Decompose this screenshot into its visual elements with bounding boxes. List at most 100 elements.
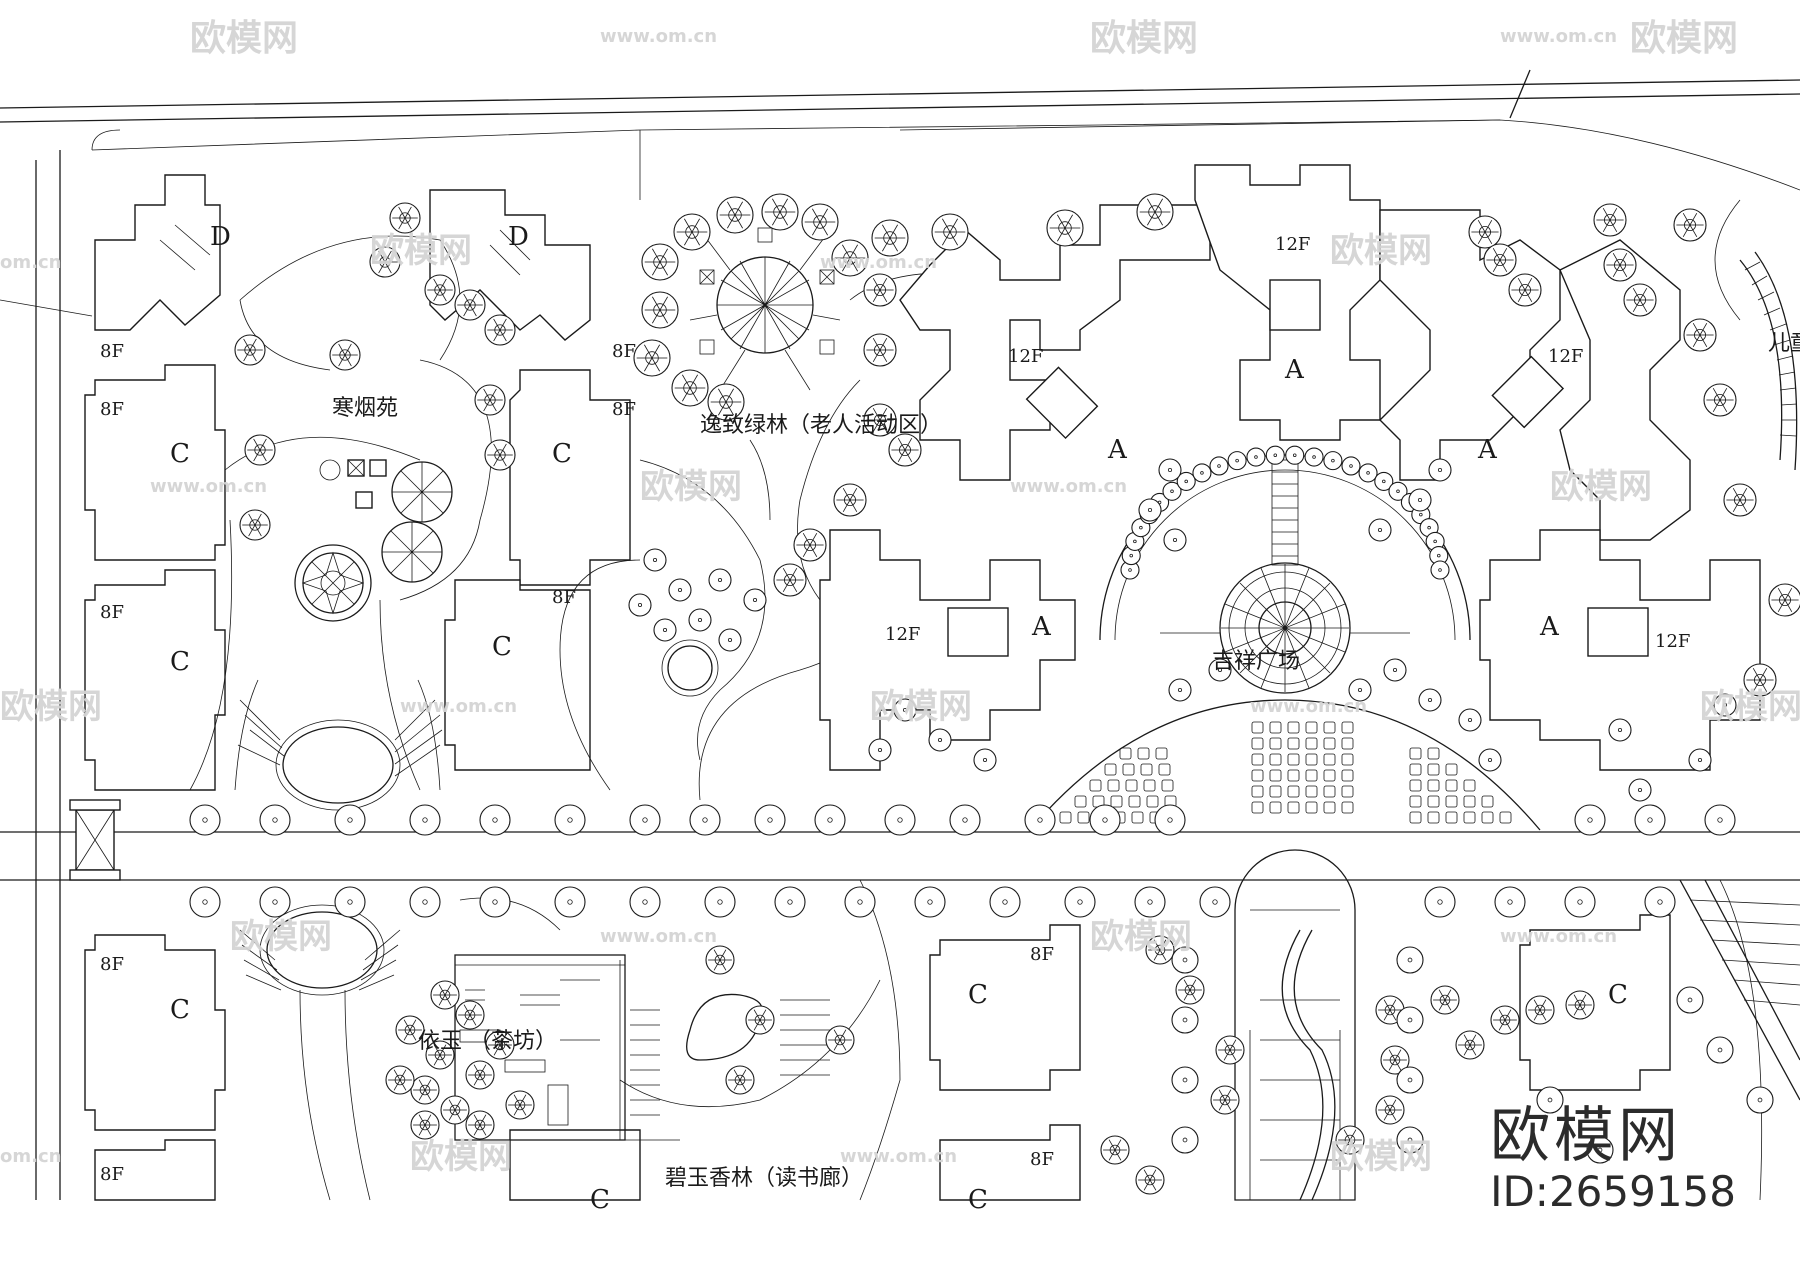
- tree-symbol: [1134, 886, 1166, 918]
- tree-symbol: [814, 804, 846, 836]
- tree-symbol: [716, 196, 754, 234]
- tree-symbol: [389, 202, 421, 234]
- tree-symbol: [410, 1075, 440, 1105]
- building-a-12f-north-1: [899, 204, 1211, 481]
- seat-square: [1161, 779, 1174, 792]
- tree-symbol: [189, 804, 221, 836]
- tree-symbol: [1285, 445, 1305, 465]
- seat-square: [1251, 721, 1264, 734]
- tree-symbol: [1424, 886, 1456, 918]
- tree-symbol: [914, 886, 946, 918]
- tree-symbol: [1168, 678, 1192, 702]
- seat-square: [1427, 747, 1440, 760]
- seat-square: [1341, 769, 1354, 782]
- tree-symbol: [484, 439, 516, 471]
- tree-symbol: [465, 1060, 495, 1090]
- floor-label-12f: 12F: [1008, 346, 1043, 367]
- type-label-c: C: [170, 439, 190, 469]
- seat-square: [1287, 721, 1300, 734]
- watermark-brand: 欧模网: [1700, 687, 1800, 727]
- tree-symbol: [1396, 946, 1424, 974]
- tree-symbol: [1455, 1030, 1485, 1060]
- tree-symbol: [671, 369, 709, 407]
- tree-symbol: [409, 804, 441, 836]
- tree-symbol: [1586, 1136, 1614, 1164]
- tree-symbol: [1176, 471, 1196, 491]
- tree-symbol: [668, 578, 692, 602]
- tree-symbol: [1603, 248, 1637, 282]
- tree-symbol: [1564, 886, 1596, 918]
- watermark-site: www.om.cn: [1010, 476, 1127, 497]
- watermark-brand: 欧模网: [1330, 1137, 1432, 1177]
- tree-symbol: [1508, 273, 1542, 307]
- tree-symbol: [1304, 447, 1324, 467]
- tree-symbol: [369, 246, 401, 278]
- seat-square: [1119, 747, 1132, 760]
- zone-labels: 寒烟苑 逸致绿林（老人活动区） 吉祥广场 依玉 （茶坊） 碧玉香林（读书廊） 儿…: [332, 331, 1800, 1191]
- seat-square: [1251, 769, 1264, 782]
- type-label-c: C: [552, 439, 572, 469]
- watermark-brand: 欧模网: [190, 18, 298, 59]
- tree-symbol: [1565, 990, 1595, 1020]
- tree-symbol: [949, 804, 981, 836]
- deck-reading-area: [624, 993, 830, 1141]
- tree-symbol: [688, 608, 712, 632]
- watermark-brand: 欧模网: [1090, 18, 1198, 59]
- tree-symbol: [718, 628, 742, 652]
- tree-symbol: [1335, 1125, 1365, 1155]
- tree-symbol: [1368, 518, 1392, 542]
- seat-square: [1305, 737, 1318, 750]
- tree-symbol: [1478, 748, 1502, 772]
- tree-symbol: [888, 433, 922, 467]
- seat-square: [1287, 785, 1300, 798]
- floor-label-8f: 8F: [100, 602, 124, 623]
- tree-symbol: [259, 886, 291, 918]
- tree-symbol: [465, 1110, 495, 1140]
- tree-symbol: [454, 289, 486, 321]
- building-c-right-1: [509, 369, 631, 586]
- tree-symbol: [259, 804, 291, 836]
- tree-symbol: [1171, 1066, 1199, 1094]
- floor-label-8f: 8F: [612, 399, 636, 420]
- tree-symbol: [1418, 688, 1442, 712]
- seat-square: [1269, 785, 1282, 798]
- tree-symbol: [643, 548, 667, 572]
- tree-symbol: [931, 213, 969, 251]
- tree-symbol: [1380, 1045, 1410, 1075]
- tree-symbol: [1208, 658, 1232, 682]
- tree-symbol: [410, 1110, 440, 1140]
- watermark-domain: om.cn: [0, 252, 61, 273]
- tree-symbol: [801, 203, 839, 241]
- tree-symbol: [1428, 458, 1452, 482]
- zone-label-jixiang: 吉祥广场: [1212, 649, 1300, 674]
- tree-symbol: [629, 804, 661, 836]
- tree-symbol: [430, 980, 460, 1010]
- tree-symbol: [1525, 995, 1555, 1025]
- tree-symbol: [1154, 804, 1186, 836]
- seat-square: [1269, 769, 1282, 782]
- tree-symbol: [1430, 985, 1460, 1015]
- seat-square: [1305, 721, 1318, 734]
- tree-symbol: [653, 618, 677, 642]
- seat-square: [1323, 737, 1336, 750]
- building-a-12f-south-1: [819, 529, 1076, 771]
- tree-symbol: [1199, 886, 1231, 918]
- type-label-c: C: [170, 647, 190, 677]
- tree-symbol: [863, 273, 897, 307]
- tree-symbol: [189, 886, 221, 918]
- yizhi-wheel-plaza: [689, 227, 841, 391]
- type-label-d: D: [210, 222, 231, 252]
- tree-symbol: [1171, 1126, 1199, 1154]
- tree-symbol: [334, 804, 366, 836]
- tree-symbol: [1341, 456, 1361, 476]
- tree-symbol: [628, 593, 652, 617]
- seat-square: [1158, 763, 1171, 776]
- sun-feature: [294, 544, 372, 622]
- tree-symbol: [1634, 804, 1666, 836]
- seat-square: [1107, 779, 1120, 792]
- tree-symbol: [1396, 1126, 1424, 1154]
- tree-symbol: [629, 886, 661, 918]
- type-label-a: A: [1477, 435, 1498, 465]
- tree-symbol: [1175, 975, 1205, 1005]
- tree-symbol: [1703, 383, 1737, 417]
